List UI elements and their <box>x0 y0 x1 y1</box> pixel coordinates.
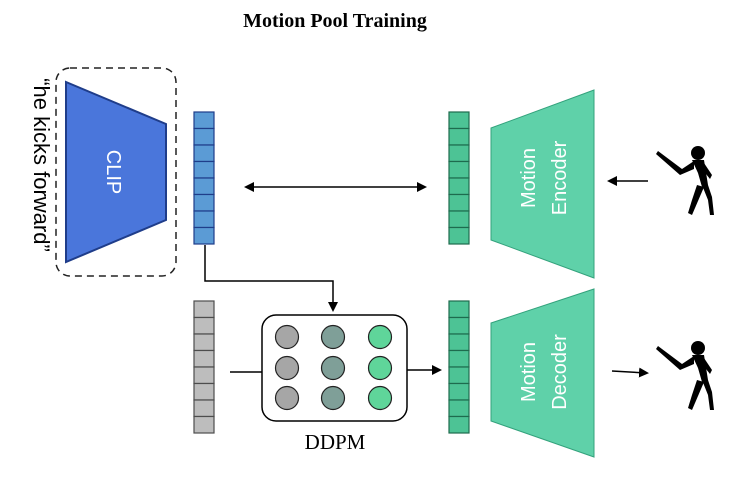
encoder-embedding-column <box>448 111 470 245</box>
ddpm-node <box>367 385 393 411</box>
embedding-cell <box>193 366 215 385</box>
embedding-cell <box>448 193 470 212</box>
embedding-cell <box>193 193 215 212</box>
embedding-cell <box>448 333 470 352</box>
embedding-cell <box>193 382 215 401</box>
motion-decoder-shape <box>490 288 595 458</box>
embedding-cell <box>193 210 215 229</box>
clip-encoder-shape <box>65 80 167 264</box>
embedding-cell <box>448 300 470 319</box>
ddpm-node <box>274 385 300 411</box>
motion-encoder-label-line2: Encoder <box>549 140 571 215</box>
embedding-cell <box>448 210 470 229</box>
embedding-cell <box>193 333 215 352</box>
ddpm-node <box>367 355 393 381</box>
embedding-cell <box>193 399 215 418</box>
embedding-cell <box>193 349 215 368</box>
motion-decoder-label-line1: Motion <box>518 342 540 402</box>
embedding-cell <box>448 415 470 434</box>
ddpm-node <box>274 355 300 381</box>
embedding-cell <box>193 177 215 196</box>
embedding-cell <box>448 382 470 401</box>
embedding-cell <box>448 177 470 196</box>
decoder-latent-column <box>448 300 470 434</box>
motion-encoder-label-line1: Motion <box>518 148 540 208</box>
embedding-cell <box>193 144 215 163</box>
embedding-cell <box>448 144 470 163</box>
ddpm-label: DDPM <box>305 430 366 454</box>
embedding-cell <box>448 316 470 335</box>
ddpm-node <box>320 385 346 411</box>
motion-decoder-label-line2: Decoder <box>549 334 571 410</box>
kicking-person-icon <box>656 146 714 215</box>
clip-dashed-box <box>55 67 177 277</box>
embedding-cell <box>193 316 215 335</box>
embedding-cell <box>448 226 470 245</box>
clip-label: CLIP <box>102 150 124 194</box>
noise-column <box>193 300 215 434</box>
motion-encoder-shape <box>490 89 595 279</box>
embedding-cell <box>193 300 215 319</box>
ddpm-node <box>320 324 346 350</box>
embedding-cell <box>448 127 470 146</box>
ddpm-network-nodes <box>274 324 393 411</box>
ddpm-node <box>320 355 346 381</box>
motion-output-arrow <box>611 367 649 378</box>
embedding-cell <box>448 366 470 385</box>
kicking-person-icon <box>656 341 714 410</box>
embedding-cell <box>193 226 215 245</box>
clip-to-ddpm-arrow <box>204 245 338 312</box>
clip-embedding-column <box>193 111 215 245</box>
embedding-cell <box>448 160 470 179</box>
embedding-cell <box>193 160 215 179</box>
embedding-cell <box>193 415 215 434</box>
diagram-title: Motion Pool Training <box>243 10 427 32</box>
embedding-cell <box>448 349 470 368</box>
embedding-cell <box>193 111 215 130</box>
embedding-cell <box>448 111 470 130</box>
ddpm-node <box>274 324 300 350</box>
prompt-text: “he kicks forward” <box>29 78 54 252</box>
embedding-cell <box>448 399 470 418</box>
embedding-cell <box>193 127 215 146</box>
ddpm-node <box>367 324 393 350</box>
